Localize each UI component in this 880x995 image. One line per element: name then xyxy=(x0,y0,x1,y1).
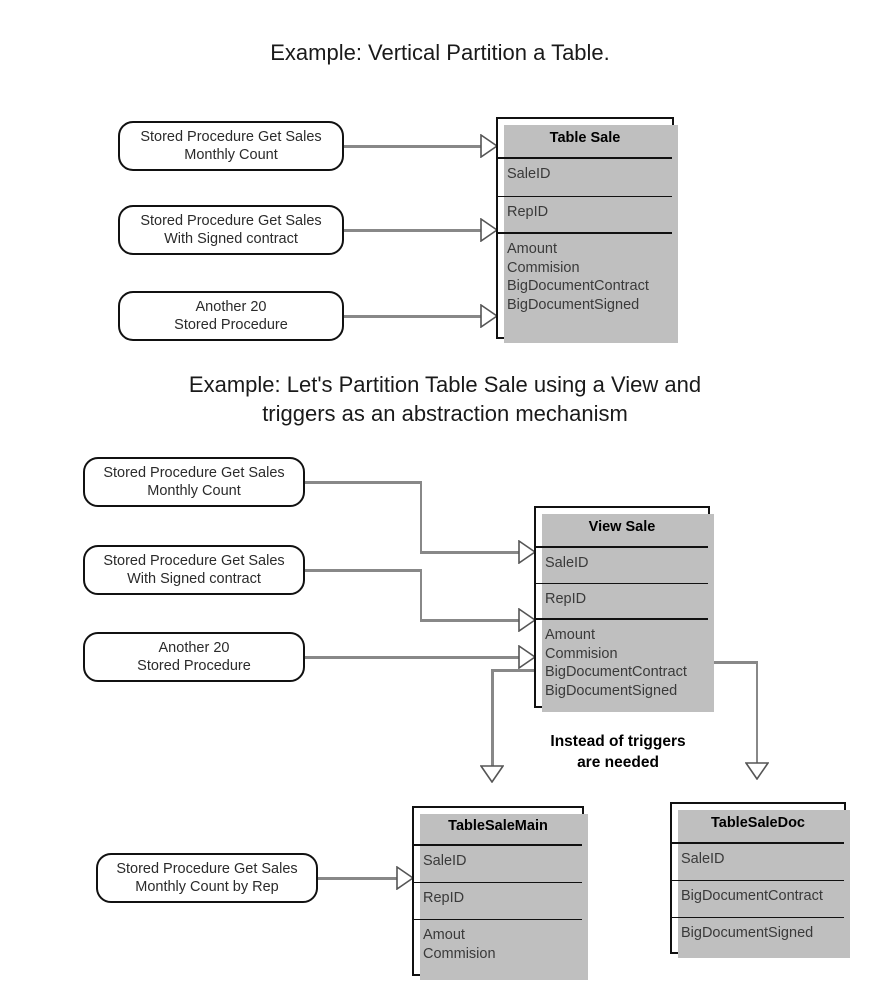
connector-trigger-left-seg1 xyxy=(491,669,536,672)
arrowhead-trigger-left xyxy=(480,765,504,783)
connector-s2-proc4 xyxy=(318,877,404,880)
proc-box-s1-2[interactable]: Stored Procedure Get Sales With Signed c… xyxy=(118,205,344,255)
arrowhead-trigger-right xyxy=(745,762,769,780)
proc-box-s2-3[interactable]: Another 20 Stored Procedure xyxy=(83,632,305,682)
entity-row-view-saleid: SaleID xyxy=(536,548,708,584)
connector-s1-proc1 xyxy=(344,145,482,148)
entity-row-view-attributes: Amount Commision BigDocumentContract Big… xyxy=(545,627,687,699)
connector-s2-proc1-seg3 xyxy=(419,551,521,554)
section-2-heading: Example: Let's Partition Table Sale usin… xyxy=(188,372,702,426)
arrowhead-s1-proc2 xyxy=(480,218,498,242)
entity-row-doc-signed: BigDocumentSigned xyxy=(681,925,814,941)
arrowhead-s2-viewsale-attrs xyxy=(518,645,536,669)
proc-box-s1-3[interactable]: Another 20 Stored Procedure xyxy=(118,291,344,341)
connector-s2-proc1-seg2 xyxy=(419,481,422,553)
entity-row-main-repid: RepID xyxy=(414,883,582,920)
entity-table-sale[interactable]: Table Sale SaleID RepID Amount Commision… xyxy=(496,117,678,343)
proc-box-s1-1[interactable]: Stored Procedure Get Sales Monthly Count xyxy=(118,121,344,171)
entity-row-doc-contract: BigDocumentContract xyxy=(672,881,844,918)
entity-row-doc-saleid: SaleID xyxy=(672,844,844,881)
entity-row-attributes: Amount Commision BigDocumentContract Big… xyxy=(507,241,649,313)
entity-row-saleid: SaleID xyxy=(498,159,672,197)
proc-box-s2-4[interactable]: Stored Procedure Get Sales Monthly Count… xyxy=(96,853,318,903)
entity-view-sale[interactable]: View Sale SaleID RepID Amount Commision … xyxy=(534,506,714,712)
entity-row-view-repid: RepID xyxy=(536,584,708,620)
connector-trigger-right-seg2 xyxy=(755,661,758,766)
arrowhead-s2-viewsale-repid xyxy=(518,608,536,632)
arrowhead-s1-proc1 xyxy=(480,134,498,158)
connector-s2-proc2-seg3 xyxy=(419,619,521,622)
entity-row-main-attributes: Amout Commision xyxy=(423,927,496,962)
arrowhead-s2-viewsale-saleid xyxy=(518,540,536,564)
trigger-note: Instead of triggers are needed xyxy=(550,733,686,771)
entity-row-main-saleid: SaleID xyxy=(414,846,582,883)
entity-table-sale-main[interactable]: TableSaleMain SaleID RepID Amout Commisi… xyxy=(412,806,588,980)
connector-s2-proc2-seg2 xyxy=(419,569,422,622)
connector-trigger-right-seg1 xyxy=(708,661,758,664)
connector-s1-proc3 xyxy=(344,315,482,318)
connector-trigger-left-seg2 xyxy=(491,669,494,769)
connector-s1-proc2 xyxy=(344,229,482,232)
entity-title-table-sale-main: TableSaleMain xyxy=(414,808,582,846)
section-1-heading: Example: Vertical Partition a Table. xyxy=(270,40,610,65)
entity-table-sale-doc[interactable]: TableSaleDoc SaleID BigDocumentContract … xyxy=(670,802,850,958)
entity-title-table-sale: Table Sale xyxy=(498,119,672,159)
proc-box-s2-1[interactable]: Stored Procedure Get Sales Monthly Count xyxy=(83,457,305,507)
entity-title-view-sale: View Sale xyxy=(536,508,708,548)
arrowhead-s1-proc3 xyxy=(480,304,498,328)
proc-box-s2-2[interactable]: Stored Procedure Get Sales With Signed c… xyxy=(83,545,305,595)
entity-title-table-sale-doc: TableSaleDoc xyxy=(672,804,844,844)
connector-s2-proc2-seg1 xyxy=(305,569,422,572)
arrowhead-s2-tablesalemain xyxy=(396,866,414,890)
connector-s2-proc3 xyxy=(305,656,521,659)
connector-s2-proc1-seg1 xyxy=(305,481,422,484)
entity-row-repid: RepID xyxy=(498,197,672,234)
